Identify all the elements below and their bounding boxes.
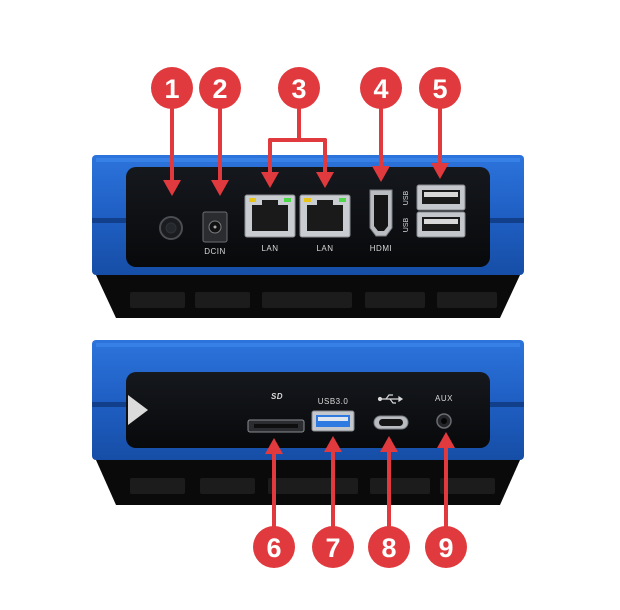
callout-4-number: 4 — [373, 74, 388, 104]
power-button-icon — [165, 222, 177, 234]
callout-6: 6 — [253, 526, 295, 568]
hdmi-label: HDMI — [370, 244, 392, 253]
lan1-led-yellow — [249, 198, 256, 202]
callout-1: 1 — [151, 67, 193, 109]
lan2-label: LAN — [316, 244, 333, 253]
power-button[interactable] — [159, 216, 183, 240]
device-top: DCIN LAN LAN HDMI — [92, 155, 524, 318]
usb-c-port[interactable] — [373, 415, 409, 430]
usb-upper-label: USB — [403, 190, 410, 205]
callout-7-number: 7 — [325, 533, 340, 563]
sd-label: SD — [271, 392, 283, 401]
usb-lower-label: USB — [403, 217, 410, 232]
lan-port-2[interactable] — [299, 194, 351, 238]
callout-8-number: 8 — [381, 533, 396, 563]
top-base-vents — [130, 292, 497, 308]
usb3-port[interactable] — [311, 410, 355, 432]
callout-9: 9 — [425, 526, 467, 568]
aux-label: AUX — [435, 394, 453, 403]
bottom-base-vents — [130, 478, 495, 494]
aux-audio-jack[interactable] — [436, 413, 452, 429]
usb-port-lower[interactable] — [416, 211, 466, 238]
lan1-led-green — [284, 198, 291, 202]
lan2-led-green — [339, 198, 346, 202]
callout-2-number: 2 — [212, 74, 227, 104]
callout-leaders — [163, 105, 455, 532]
callout-4: 4 — [360, 67, 402, 109]
top-case-highlight — [96, 158, 520, 162]
lan2-led-yellow — [304, 198, 311, 202]
callout-6-number: 6 — [266, 533, 281, 563]
callout-7: 7 — [312, 526, 354, 568]
callout-2: 2 — [199, 67, 241, 109]
lan-port-1[interactable] — [244, 194, 296, 238]
bottom-case-highlight — [96, 343, 520, 347]
usb-trident-icon — [377, 394, 404, 404]
callout-9-number: 9 — [438, 533, 453, 563]
callout-3: 3 — [278, 67, 320, 109]
lan1-label: LAN — [261, 244, 278, 253]
callout-5-number: 5 — [432, 74, 447, 104]
sd-card-slot[interactable] — [247, 419, 305, 433]
bottom-panel — [126, 372, 490, 448]
bottom-panel-reflection — [128, 395, 148, 425]
dc-in-port[interactable] — [202, 211, 228, 243]
callout-1-number: 1 — [164, 74, 179, 104]
usb-port-upper[interactable] — [416, 184, 466, 211]
callout-8: 8 — [368, 526, 410, 568]
usb3-label: USB3.0 — [318, 397, 349, 406]
callout-5: 5 — [419, 67, 461, 109]
callout-3-number: 3 — [291, 74, 306, 104]
device-bottom: SD USB3.0 AUX — [92, 340, 524, 505]
hdmi-port[interactable] — [369, 189, 393, 237]
dcin-label: DCIN — [204, 247, 226, 256]
